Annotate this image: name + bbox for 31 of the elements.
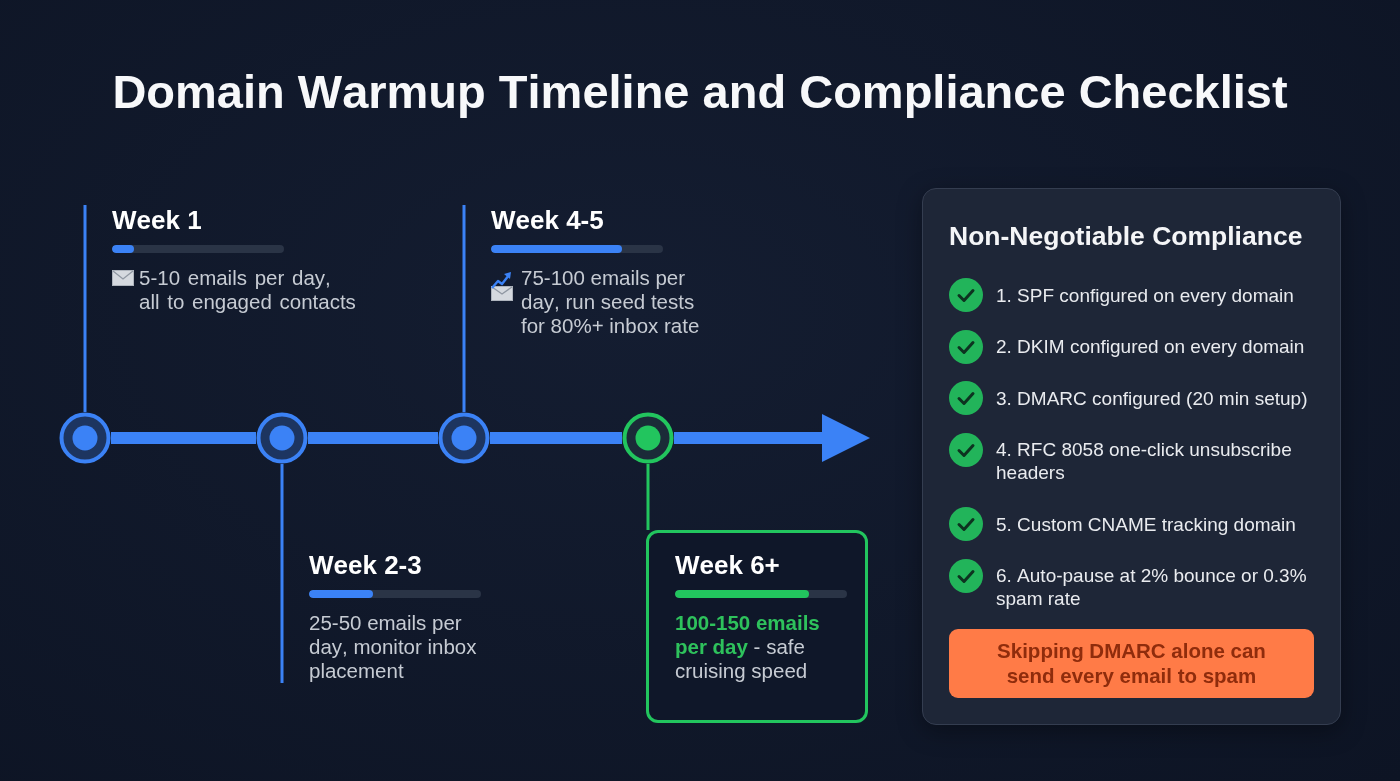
checklist-item: 3. DMARC configured (20 min setup) [996, 386, 1308, 410]
timeline-axis [308, 432, 438, 444]
title: Domain Warmup Timeline and Compliance Checklist [112, 64, 1288, 120]
timeline-axis [111, 432, 256, 444]
checklist-panel [922, 188, 1341, 725]
checklist-item: 6. Auto-pause at 2% bounce or 0.3% spam rate [996, 564, 1308, 610]
week-description: 75-100 emails per day, run seed tests for 80%+ inbox rate [521, 266, 701, 338]
timeline-marker [622, 412, 674, 464]
timeline-axis [490, 432, 622, 444]
leader-line [462, 205, 466, 412]
leader-line [83, 205, 87, 412]
timeline-arrow [674, 414, 870, 462]
week-description: 100-150 emails per day - safe cruising speed [675, 611, 821, 683]
week-heading: Week 6+ [675, 550, 780, 580]
milestone-box [646, 530, 868, 723]
warning-banner: Skipping DMARC alone can send every email to spam [949, 628, 1314, 698]
week-heading: Week 4-5 [491, 205, 604, 235]
timeline-marker [256, 412, 308, 464]
week-heading: Week 2-3 [309, 550, 422, 580]
leader-line [646, 464, 650, 530]
timeline-marker [59, 412, 111, 464]
checklist-item: 4. RFC 8058 one-click unsubscribe headers [996, 438, 1293, 484]
week-description: 25-50 emails per day, monitor inbox placement [309, 611, 478, 683]
checklist-item: 2. DKIM configured on every domain [996, 335, 1305, 358]
checklist-item: 1. SPF configured on every domain [996, 283, 1294, 307]
leader-line [280, 464, 284, 683]
timeline-marker [438, 412, 490, 464]
week-heading: Week 1 [112, 205, 202, 235]
checklist-item: 5. Custom CNAME tracking domain [996, 512, 1296, 536]
panel-heading: Non-Negotiable Compliance [949, 220, 1303, 253]
week-description: 5-10 emails per day, all to engaged contacts [139, 266, 357, 314]
